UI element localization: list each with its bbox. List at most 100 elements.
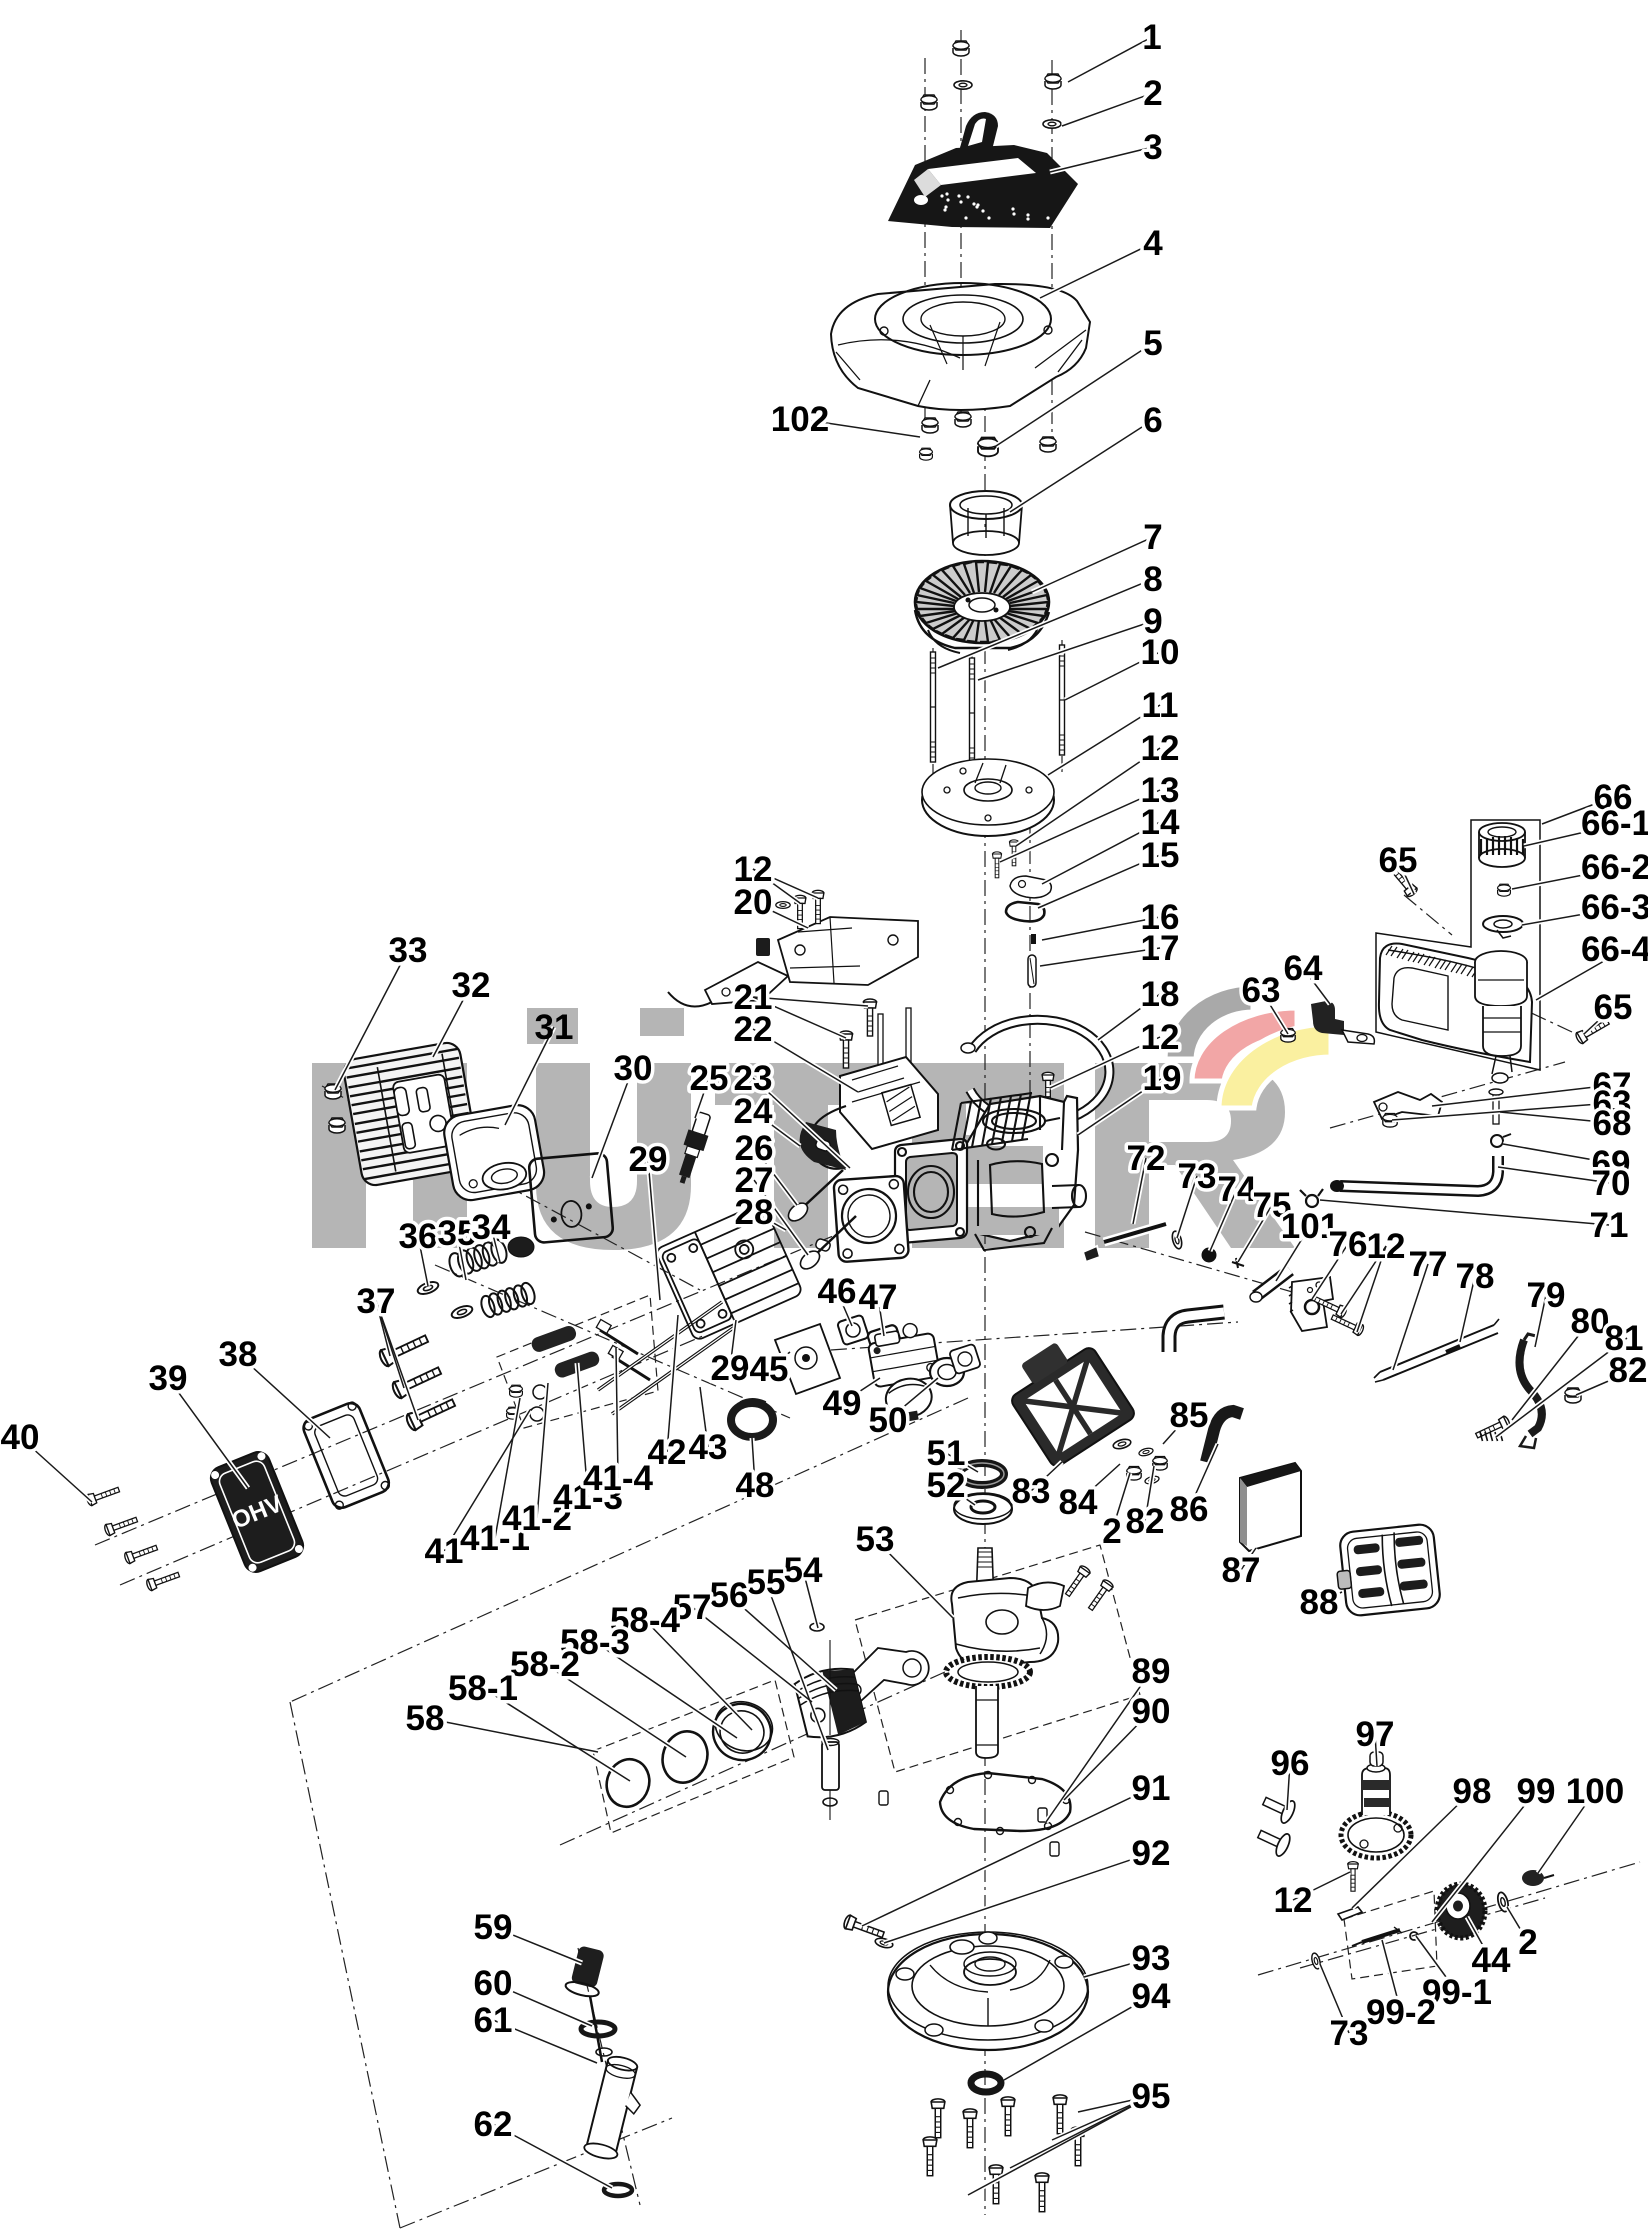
svg-text:12: 12 bbox=[1141, 729, 1180, 768]
svg-text:27: 27 bbox=[735, 1161, 774, 1200]
svg-text:66-1: 66-1 bbox=[1581, 804, 1648, 843]
svg-text:94: 94 bbox=[1132, 1977, 1171, 2016]
svg-text:99-1: 99-1 bbox=[1422, 1973, 1492, 2012]
svg-text:82: 82 bbox=[1609, 1351, 1648, 1390]
svg-text:29: 29 bbox=[629, 1140, 668, 1179]
svg-text:54: 54 bbox=[784, 1551, 823, 1590]
svg-text:96: 96 bbox=[1271, 1744, 1310, 1783]
svg-text:51: 51 bbox=[927, 1434, 966, 1473]
svg-text:80: 80 bbox=[1571, 1302, 1610, 1341]
svg-text:9: 9 bbox=[1143, 602, 1162, 641]
svg-text:21: 21 bbox=[734, 978, 773, 1017]
svg-text:45: 45 bbox=[750, 1350, 789, 1389]
svg-text:65: 65 bbox=[1594, 988, 1633, 1027]
svg-text:12: 12 bbox=[1141, 1018, 1180, 1057]
svg-text:66-2: 66-2 bbox=[1581, 848, 1648, 887]
svg-text:97: 97 bbox=[1356, 1715, 1395, 1754]
svg-text:39: 39 bbox=[149, 1359, 188, 1398]
svg-text:2: 2 bbox=[1102, 1512, 1121, 1551]
svg-text:88: 88 bbox=[1300, 1583, 1339, 1622]
svg-text:49: 49 bbox=[823, 1384, 862, 1423]
svg-text:22: 22 bbox=[734, 1010, 773, 1049]
svg-text:79: 79 bbox=[1527, 1276, 1566, 1315]
svg-text:52: 52 bbox=[927, 1466, 966, 1505]
svg-text:82: 82 bbox=[1126, 1502, 1165, 1541]
svg-text:2: 2 bbox=[1518, 1923, 1537, 1962]
svg-text:62: 62 bbox=[474, 2105, 513, 2144]
svg-text:33: 33 bbox=[389, 931, 428, 970]
svg-text:14: 14 bbox=[1141, 803, 1180, 842]
svg-text:57: 57 bbox=[673, 1588, 712, 1627]
svg-text:35: 35 bbox=[438, 1214, 477, 1253]
svg-text:12: 12 bbox=[734, 850, 773, 889]
svg-text:65: 65 bbox=[1379, 841, 1418, 880]
svg-text:63: 63 bbox=[1242, 971, 1281, 1010]
svg-text:38: 38 bbox=[219, 1335, 258, 1374]
svg-text:55: 55 bbox=[747, 1563, 786, 1602]
svg-text:70: 70 bbox=[1592, 1164, 1631, 1203]
svg-text:37: 37 bbox=[357, 1282, 396, 1321]
svg-text:17: 17 bbox=[1141, 929, 1180, 968]
svg-text:11: 11 bbox=[1142, 686, 1179, 725]
svg-text:58-4: 58-4 bbox=[610, 1601, 681, 1640]
svg-text:29: 29 bbox=[711, 1349, 750, 1388]
svg-text:91: 91 bbox=[1132, 1769, 1171, 1808]
svg-text:7: 7 bbox=[1143, 518, 1162, 557]
svg-text:58: 58 bbox=[406, 1699, 445, 1738]
svg-text:31: 31 bbox=[535, 1008, 574, 1047]
svg-text:41-3: 41-3 bbox=[553, 1478, 623, 1517]
svg-text:87: 87 bbox=[1222, 1551, 1261, 1590]
svg-text:41-1: 41-1 bbox=[460, 1519, 530, 1558]
svg-text:28: 28 bbox=[735, 1193, 774, 1232]
svg-text:95: 95 bbox=[1132, 2077, 1171, 2116]
svg-text:40: 40 bbox=[1, 1418, 40, 1457]
svg-text:84: 84 bbox=[1059, 1483, 1098, 1522]
svg-text:73: 73 bbox=[1330, 2014, 1369, 2053]
svg-text:12: 12 bbox=[1367, 1227, 1406, 1266]
svg-text:23: 23 bbox=[734, 1059, 773, 1098]
svg-text:61: 61 bbox=[474, 2001, 513, 2040]
svg-text:63: 63 bbox=[1593, 1084, 1632, 1123]
svg-text:41: 41 bbox=[425, 1532, 464, 1571]
svg-text:86: 86 bbox=[1170, 1490, 1209, 1529]
svg-text:48: 48 bbox=[736, 1466, 775, 1505]
svg-text:66: 66 bbox=[1594, 778, 1633, 817]
svg-text:59: 59 bbox=[474, 1908, 513, 1947]
svg-text:8: 8 bbox=[1143, 560, 1162, 599]
svg-text:93: 93 bbox=[1132, 1939, 1171, 1978]
svg-text:10: 10 bbox=[1141, 633, 1180, 672]
svg-text:74: 74 bbox=[1218, 1170, 1257, 1209]
svg-text:32: 32 bbox=[452, 966, 491, 1005]
svg-text:4: 4 bbox=[1143, 224, 1163, 263]
svg-text:3: 3 bbox=[1143, 128, 1162, 167]
svg-text:102: 102 bbox=[771, 400, 829, 439]
svg-text:83: 83 bbox=[1012, 1472, 1051, 1511]
svg-text:41-2: 41-2 bbox=[502, 1499, 572, 1538]
svg-text:64: 64 bbox=[1284, 949, 1323, 988]
svg-text:16: 16 bbox=[1141, 898, 1180, 937]
svg-text:76: 76 bbox=[1329, 1225, 1368, 1264]
svg-text:13: 13 bbox=[1141, 771, 1180, 810]
svg-text:2: 2 bbox=[1143, 74, 1162, 113]
svg-text:5: 5 bbox=[1143, 324, 1162, 363]
svg-text:50: 50 bbox=[869, 1401, 908, 1440]
svg-text:78: 78 bbox=[1456, 1257, 1495, 1296]
svg-text:72: 72 bbox=[1127, 1139, 1166, 1178]
svg-text:92: 92 bbox=[1132, 1834, 1171, 1873]
svg-text:24: 24 bbox=[734, 1092, 773, 1131]
svg-text:99: 99 bbox=[1517, 1772, 1556, 1811]
svg-text:69: 69 bbox=[1592, 1144, 1631, 1183]
svg-text:12: 12 bbox=[1274, 1881, 1313, 1920]
svg-text:43: 43 bbox=[689, 1428, 728, 1467]
svg-text:18: 18 bbox=[1141, 975, 1180, 1014]
svg-text:1: 1 bbox=[1142, 18, 1161, 57]
svg-text:89: 89 bbox=[1132, 1652, 1171, 1691]
svg-text:25: 25 bbox=[690, 1059, 729, 1098]
svg-text:66-3: 66-3 bbox=[1581, 888, 1648, 927]
svg-text:75: 75 bbox=[1253, 1186, 1292, 1225]
svg-text:41-4: 41-4 bbox=[583, 1459, 654, 1498]
svg-text:20: 20 bbox=[734, 883, 773, 922]
svg-text:68: 68 bbox=[1593, 1104, 1632, 1143]
svg-text:30: 30 bbox=[614, 1049, 653, 1088]
svg-text:46: 46 bbox=[818, 1272, 857, 1311]
